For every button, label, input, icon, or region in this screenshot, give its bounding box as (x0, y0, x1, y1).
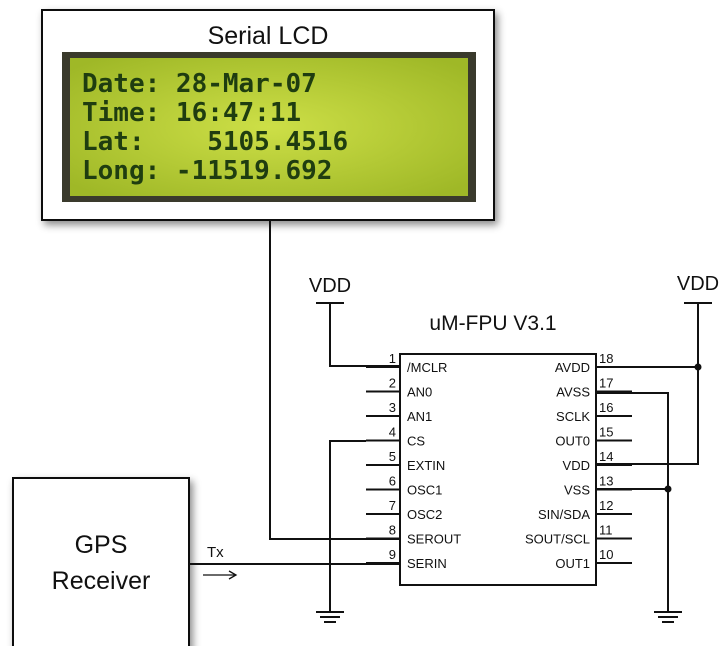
pin-number: 14 (599, 449, 613, 464)
gps-box (12, 477, 190, 646)
pin-number: 11 (599, 523, 613, 538)
pin-label: OSC2 (407, 507, 442, 522)
lcd-line-time: Time: 16:47:11 (82, 98, 301, 128)
pin-number: 7 (389, 498, 396, 513)
pin-number: 3 (389, 400, 396, 415)
pin-label: /MCLR (407, 360, 447, 375)
arrow-right-icon (203, 570, 238, 580)
chip-body (399, 353, 597, 586)
pin-label: OUT1 (555, 556, 590, 571)
junction-dot (694, 363, 702, 371)
wire-lcd-serout (269, 220, 400, 540)
left-pins: 1/MCLR2AN03AN14CS5EXTIN6OSC17OSC28SEROUT… (366, 351, 461, 571)
junction-dot (664, 485, 672, 493)
pin-number: 17 (599, 376, 613, 391)
vdd-right-label: VDD (677, 273, 719, 295)
pin-label: SOUT/SCL (525, 532, 590, 547)
pin-label: SCLK (556, 409, 590, 424)
pin-1: 1/MCLR (366, 351, 447, 375)
serial-lcd: Serial LCD Date: 28-Mar-07 Time: 16:47:1… (41, 9, 495, 221)
pin-number: 12 (599, 498, 613, 513)
pin-4: 4CS (366, 425, 425, 449)
chip-title: uM-FPU V3.1 (429, 312, 556, 335)
pin-number: 9 (389, 547, 396, 562)
tx-label: Tx (207, 544, 224, 561)
wire-avss-ground (596, 392, 669, 612)
pin-label: OSC1 (407, 483, 442, 498)
pin-number: 5 (389, 449, 396, 464)
pin-number: 4 (389, 425, 396, 440)
pin-number: 8 (389, 523, 396, 538)
pin-label: EXTIN (407, 458, 445, 473)
pin-label: OUT0 (555, 434, 590, 449)
lcd-title: Serial LCD (208, 22, 329, 50)
pin-number: 15 (599, 425, 613, 440)
pin-label: AVDD (555, 360, 590, 375)
pin-label: VDD (563, 458, 590, 473)
pin-label: SIN/SDA (538, 507, 590, 522)
lcd-line-long: Long: -11519.692 (82, 156, 332, 186)
gps-label-line2: Receiver (52, 567, 151, 595)
wire-cs-ground (329, 440, 366, 612)
vdd-left-label: VDD (309, 275, 351, 297)
lcd-text-lines: Date: 28-Mar-07 Time: 16:47:11 Lat: 5105… (82, 69, 348, 186)
lcd-screen (70, 58, 468, 196)
pin-label: AN0 (407, 385, 432, 400)
gps-label-line1: GPS (75, 531, 128, 559)
pin-label: AN1 (407, 409, 432, 424)
pin-label: VSS (564, 483, 590, 498)
lcd-line-date: Date: 28-Mar-07 (82, 69, 317, 99)
pin-label: SEROUT (407, 532, 461, 547)
ground-right-icon (654, 611, 682, 623)
pin-number: 13 (599, 474, 613, 489)
ground-left-icon (316, 611, 344, 623)
pin-number: 10 (599, 547, 613, 562)
vdd-left-symbol: VDD (309, 275, 400, 367)
pin-number: 1 (389, 351, 396, 366)
right-pins: 18AVDD17AVSS16SCLK15OUT014VDD13VSS12SIN/… (525, 351, 632, 571)
pin-label: CS (407, 434, 425, 449)
vdd-right-symbol: VDD (596, 273, 719, 465)
lcd-line-lat: Lat: 5105.4516 (82, 127, 348, 157)
gps-receiver: GPS Receiver (12, 477, 190, 646)
pin-number: 16 (599, 400, 613, 415)
pin-label: SERIN (407, 556, 447, 571)
pin-number: 6 (389, 474, 396, 489)
pin-label: AVSS (556, 385, 590, 400)
pin-number: 18 (599, 351, 613, 366)
pin-number: 2 (389, 376, 396, 391)
